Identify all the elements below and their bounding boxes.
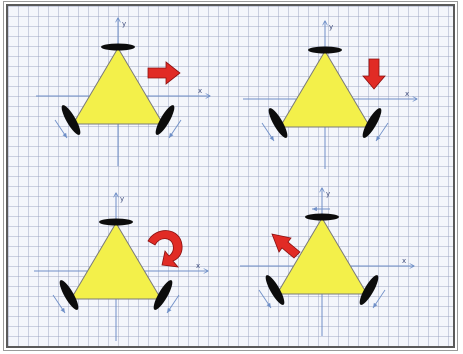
triangle-robot-body bbox=[72, 47, 164, 125]
x-axis-label: x bbox=[405, 90, 409, 98]
panel-rotate: xy bbox=[34, 193, 208, 341]
red-arrow-right bbox=[147, 61, 181, 85]
y-axis-label: y bbox=[122, 20, 126, 28]
triangle-robot-body bbox=[70, 222, 162, 300]
right-wheel-motion-arrow bbox=[372, 289, 386, 309]
red-arrow-down bbox=[362, 58, 386, 90]
top-wheel bbox=[308, 46, 342, 54]
left-wheel-motion-arrow bbox=[258, 289, 272, 309]
y-axis-label: y bbox=[120, 195, 124, 203]
panel-translate-right: xy bbox=[36, 18, 210, 166]
top-wheel bbox=[305, 213, 339, 221]
right-wheel bbox=[359, 275, 379, 305]
x-axis-label: x bbox=[402, 257, 406, 265]
left-wheel bbox=[265, 275, 285, 305]
red-arrow-rotate bbox=[147, 230, 183, 268]
right-wheel-motion-arrow bbox=[168, 119, 182, 139]
y-axis-label: y bbox=[326, 190, 330, 198]
right-wheel bbox=[362, 108, 382, 138]
top-wheel bbox=[99, 218, 133, 226]
panel-translate-diagonal: xy bbox=[240, 188, 414, 336]
right-wheel-motion-arrow bbox=[375, 122, 389, 142]
left-wheel-motion-arrow bbox=[54, 119, 68, 139]
y-axis-label: y bbox=[329, 23, 333, 31]
top-wheel bbox=[101, 43, 135, 51]
left-wheel-motion-arrow bbox=[261, 122, 275, 142]
panel-translate-down: xy bbox=[243, 21, 417, 169]
x-axis-label: x bbox=[196, 262, 200, 270]
right-wheel-motion-arrow bbox=[166, 294, 180, 314]
left-wheel bbox=[59, 280, 79, 310]
triangle-robot-body bbox=[276, 217, 368, 295]
triangle-robot-body bbox=[279, 50, 371, 128]
red-arrow-diagonal bbox=[271, 233, 301, 259]
right-wheel bbox=[153, 280, 173, 310]
left-wheel bbox=[61, 105, 81, 135]
left-wheel bbox=[268, 108, 288, 138]
left-wheel-motion-arrow bbox=[52, 294, 66, 314]
right-wheel bbox=[155, 105, 175, 135]
x-axis-label: x bbox=[198, 87, 202, 95]
